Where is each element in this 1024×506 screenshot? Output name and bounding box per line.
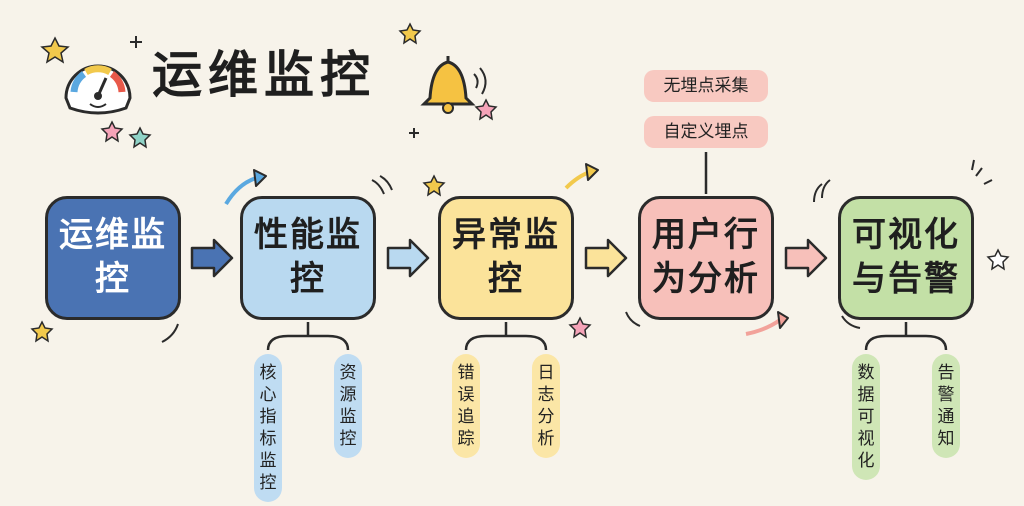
node-exception-monitoring: 异常监控 [438,196,574,320]
subitem-core-metrics: 核心指标监控 [254,354,282,502]
arrow-right-icon [190,238,828,278]
connectors [266,152,948,351]
node-label: 可视化与告警 [852,215,960,299]
gauge-icon [64,64,132,115]
star-icon [30,22,1010,343]
node-label: 用户行为分析 [652,215,760,299]
curved-arrows [224,163,789,336]
node-label: 异常监控 [452,215,560,299]
subitem-resource-monitoring: 资源监控 [334,354,362,458]
node-user-behavior-analysis: 用户行为分析 [638,196,774,320]
subitem-data-visualization: 数据可视化 [852,354,880,480]
bell-icon [420,56,487,114]
subitem-auto-tracking: 无埋点采集 [644,70,768,102]
subitem-custom-tracking: 自定义埋点 [644,116,768,148]
subitem-alert-notification: 告警通知 [932,354,960,458]
node-performance-monitoring: 性能监控 [240,196,376,320]
subitem-error-tracking: 错误追踪 [452,354,480,458]
sparkle-marks [130,36,993,343]
node-label: 性能监控 [254,215,362,299]
node-visualization-alerting: 可视化与告警 [838,196,974,320]
node-ops-monitoring: 运维监控 [45,196,181,320]
page-title: 运维监控 [152,46,376,104]
subitem-log-analysis: 日志分析 [532,354,560,458]
node-label: 运维监控 [59,215,167,299]
